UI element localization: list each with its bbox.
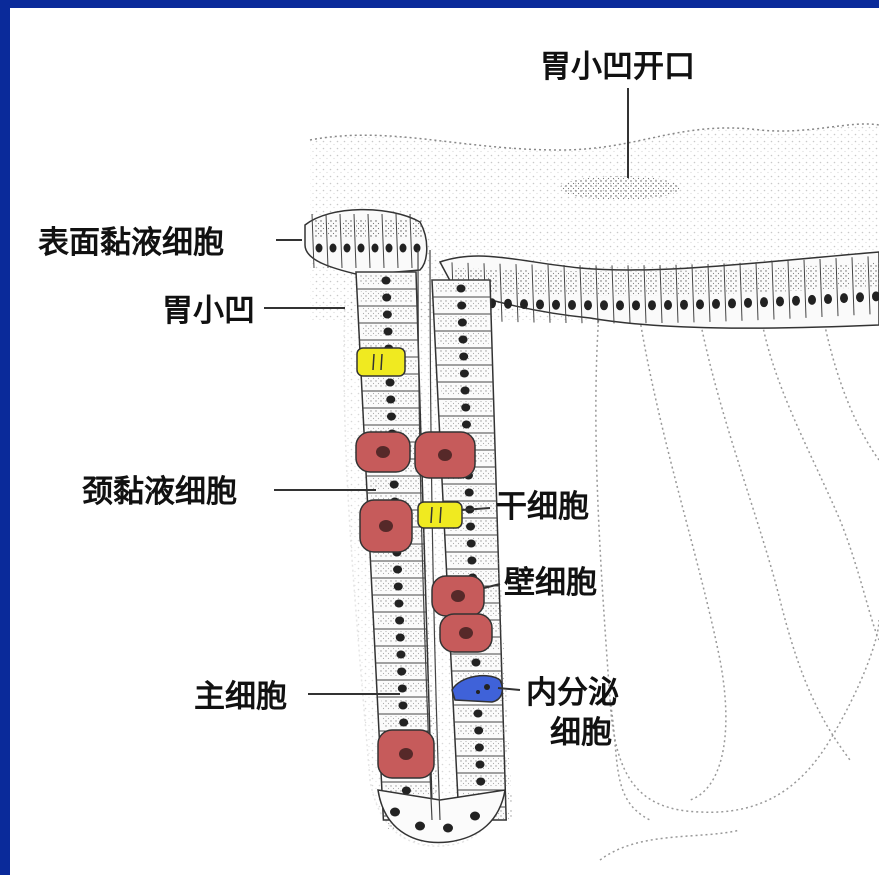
label-neck-mucous-cell: 颈黏液细胞 <box>82 475 237 511</box>
label-chief-cell: 主细胞 <box>194 680 287 716</box>
label-endocrine-cell-line1: 内分泌 <box>526 676 619 712</box>
slide-canvas: 胃小凹开口 表面黏液细胞 胃小凹 颈黏液细胞 干细胞 壁细胞 主细胞 内分泌 细… <box>10 8 879 875</box>
gastric-gland-diagram <box>10 8 879 875</box>
label-endocrine-cell-line2: 细胞 <box>550 716 612 752</box>
stem-cell-right <box>418 502 462 528</box>
label-surface-mucous-cell: 表面黏液细胞 <box>38 226 224 262</box>
pit-opening-shadow <box>560 176 680 200</box>
label-stem-cell: 干细胞 <box>496 490 589 526</box>
stem-cell-left <box>357 348 405 376</box>
label-gastric-pit: 胃小凹 <box>162 294 255 330</box>
label-pit-opening: 胃小凹开口 <box>540 50 695 86</box>
label-parietal-cell: 壁细胞 <box>504 566 597 602</box>
